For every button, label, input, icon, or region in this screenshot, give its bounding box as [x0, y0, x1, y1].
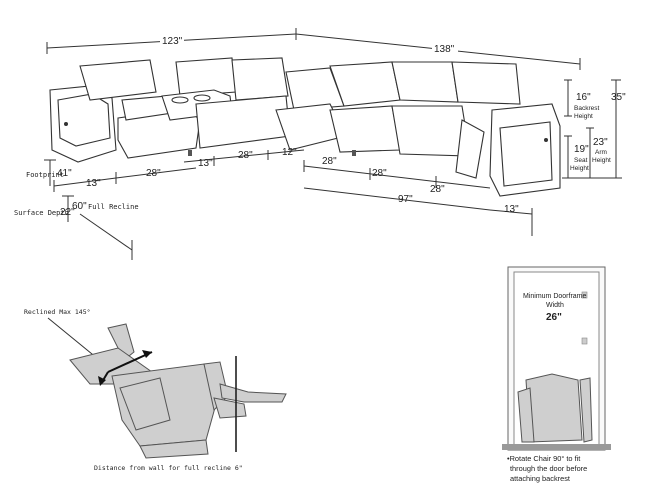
seg-right-28b: 28" — [372, 168, 387, 179]
reclined-max-label: Reclined Max 145° — [24, 308, 91, 316]
seg-left-13: 13" — [86, 178, 101, 189]
sectional-sofa-drawing — [49, 57, 561, 197]
seg-right-28c: 28" — [430, 184, 445, 195]
seg-right-13: 13" — [504, 204, 519, 215]
doorframe-note-line2: through the door before — [510, 464, 587, 473]
width-right-label: 138" — [434, 44, 455, 55]
surface-depth-label: Surface Depth — [14, 209, 69, 217]
surface-depth-value: 22" — [60, 207, 75, 218]
backrest-height-label-1: Backrest — [574, 105, 599, 112]
backrest-height-value: 16" — [576, 92, 591, 103]
seg-mid-13: 13" — [198, 158, 213, 169]
doorframe-diagram: Minimum Doorframe Width 26" •Rotate Chai… — [502, 266, 611, 483]
seg-right-28a: 28" — [322, 156, 337, 167]
segment-dimensions: 13" 28" 13" 28" 12" 28" 28" 28" 97" 13" — [53, 147, 533, 236]
total-height-value: 35" — [611, 92, 626, 103]
seat-height-label-2: Height — [570, 165, 589, 172]
doorframe-width-value: 26" — [546, 312, 562, 323]
depth-dimensions: Footprint 41" Surface Depth 22" 60" Full… — [14, 159, 139, 260]
seat-height-value: 19" — [574, 144, 589, 155]
width-left-label: 123" — [162, 36, 183, 47]
seg-left-28: 28" — [146, 168, 161, 179]
doorframe-note-line3: attaching backrest — [510, 474, 570, 483]
footprint-value: 41" — [57, 168, 72, 179]
seg-mid-12: 12" — [282, 147, 297, 158]
distance-from-wall-label: Distance from wall for full recline 6" — [94, 464, 243, 472]
doorframe-title-line1: Minimum Doorframe — [523, 293, 587, 300]
overall-width-dimensions: 123" 138" — [46, 28, 581, 70]
full-recline-value: 60" — [72, 201, 87, 212]
arm-height-label-2: Height — [592, 157, 611, 164]
seat-height-label-1: Seat — [574, 157, 588, 164]
seg-mid-28: 28" — [238, 150, 253, 161]
footprint-label: Footprint — [26, 171, 64, 179]
recline-side-view: Reclined Max 145° Distance from wall for… — [24, 308, 287, 472]
full-recline-label: Full Recline — [88, 203, 139, 211]
arm-height-value: 23" — [593, 137, 608, 148]
doorframe-title-line2: Width — [546, 302, 564, 309]
height-dimensions: 16" Backrest Height 35" 23" Arm Height 1… — [562, 79, 626, 179]
doorframe-note-line1: •Rotate Chair 90° to fit — [507, 454, 580, 463]
seg-depth-97: 97" — [398, 194, 413, 205]
backrest-height-label-2: Height — [574, 113, 593, 120]
arm-height-label-1: Arm — [595, 149, 607, 156]
